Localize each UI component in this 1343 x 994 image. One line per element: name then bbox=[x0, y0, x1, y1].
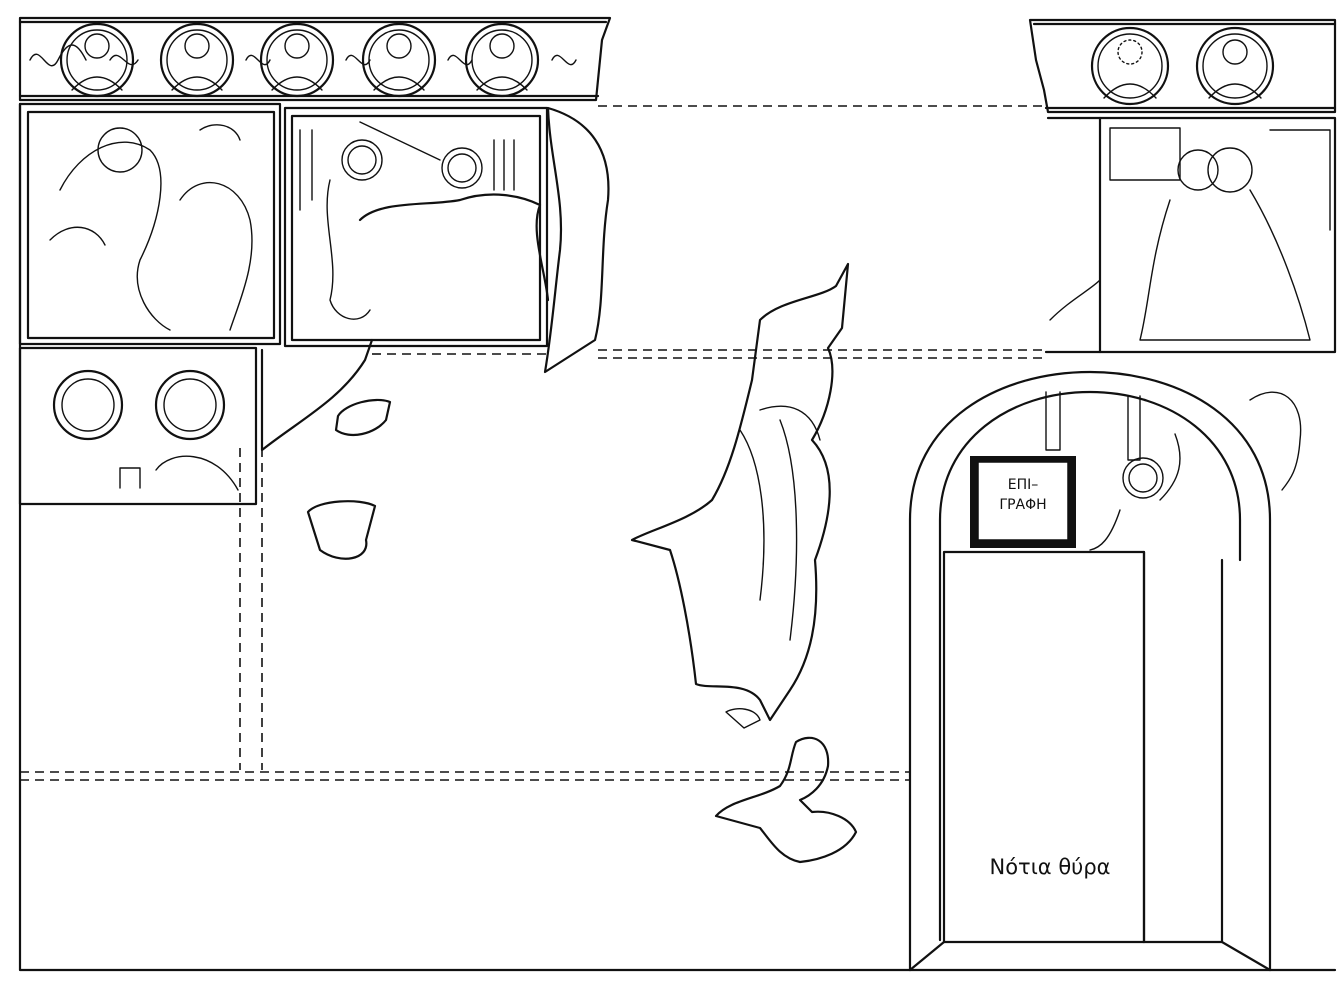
niche-saint-figure bbox=[1089, 391, 1302, 551]
wall-outline bbox=[18, 102, 1337, 972]
saints-pair-panel bbox=[18, 346, 258, 506]
plaster-loss-contours bbox=[260, 106, 610, 560]
south-door-label: Νότια θύρα bbox=[990, 855, 1111, 879]
saint-medallion bbox=[259, 22, 335, 98]
saint-medallion bbox=[361, 22, 437, 98]
saint-medallion bbox=[1090, 26, 1170, 106]
saint-medallion bbox=[464, 22, 540, 98]
medallion-row-left bbox=[59, 22, 540, 98]
standing-figure-fragment bbox=[630, 262, 850, 729]
inscription-label-line2: ΓΡΑΦΗ bbox=[999, 497, 1046, 513]
saint-medallion bbox=[1195, 26, 1275, 106]
inscription-box: ΕΠΙ– ΓΡΑΦΗ bbox=[970, 456, 1076, 548]
saint-medallion bbox=[59, 22, 135, 98]
scene-panel-annunciation bbox=[283, 106, 549, 348]
scene-panel-visitation bbox=[1044, 116, 1337, 354]
arched-niche bbox=[908, 370, 1272, 972]
medallion-frieze-right bbox=[1028, 18, 1337, 114]
saint-medallion bbox=[159, 22, 235, 98]
reconstruction-lines bbox=[20, 105, 1048, 781]
south-door bbox=[908, 550, 1272, 972]
inscription-label-line1: ΕΠΙ– bbox=[1008, 477, 1039, 493]
medallion-frieze-left bbox=[18, 16, 612, 102]
scene-panel-left bbox=[18, 102, 282, 346]
lower-fragment bbox=[714, 736, 858, 864]
